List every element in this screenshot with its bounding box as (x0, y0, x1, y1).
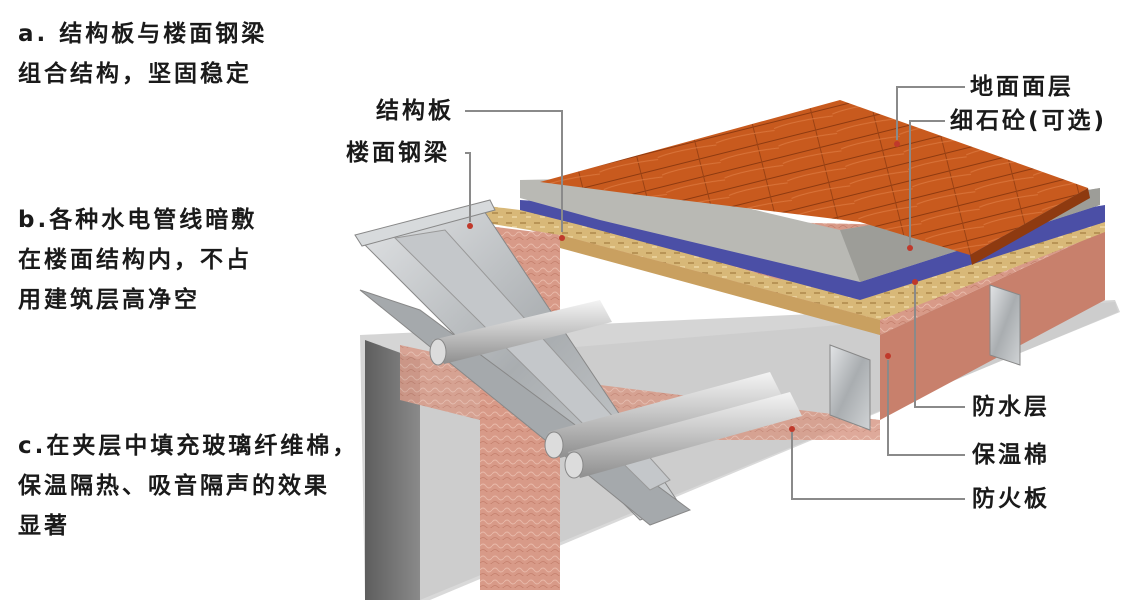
label-fireproof-board: 防火板 (972, 486, 1050, 512)
note-b: b.各种水电管线暗敷 在楼面结构内，不占 用建筑层高净空 (18, 200, 257, 320)
note-b-line-3: 用建筑层高净空 (18, 287, 200, 313)
leader-steel-beam (465, 152, 471, 222)
leader-fine-concrete (909, 120, 945, 245)
leader-fireproof (791, 432, 965, 500)
note-a-line-2: 组合结构，坚固稳定 (18, 61, 252, 87)
pipe-lower-1 (544, 372, 782, 459)
leader-lines (465, 86, 965, 500)
leader-dots (467, 141, 918, 432)
leader-waterproof (914, 285, 965, 408)
label-floor-surface: 地面面层 (970, 74, 1074, 100)
label-insulation-wool: 保温棉 (972, 442, 1050, 468)
steel-beam-flange-top (354, 199, 496, 247)
label-steel-beam: 楼面钢梁 (346, 140, 450, 166)
structural-board (480, 205, 1105, 320)
label-structural-board: 结构板 (376, 98, 454, 124)
note-b-line-1: b.各种水电管线暗敷 (18, 207, 258, 233)
fireproof-board-front (365, 340, 420, 600)
note-a: a. 结构板与楼面钢梁 组合结构，坚固稳定 (18, 14, 267, 94)
note-c-line-3: 显著 (18, 513, 70, 539)
label-fine-concrete: 细石砼(可选) (950, 108, 1108, 134)
floor-surface-edge (970, 188, 1090, 265)
note-c: c.在夹层中填充玻璃纤维棉， 保温隔热、吸音隔声的效果 显著 (18, 426, 358, 546)
structural-board-side (560, 235, 880, 335)
steel-bracket-1 (829, 344, 871, 431)
pipe-upper (429, 300, 612, 366)
note-c-line-2: 保温隔热、吸音隔声的效果 (18, 473, 330, 499)
leader-insulation (887, 360, 965, 456)
note-b-line-2: 在楼面结构内，不占 (18, 247, 252, 273)
note-c-line-1: c.在夹层中填充玻璃纤维棉， (18, 433, 359, 459)
fine-concrete-layer (520, 178, 1100, 282)
steel-bracket-2 (989, 284, 1021, 366)
leader-floor-surface (896, 86, 965, 140)
leader-structural-board (465, 110, 563, 232)
pipe-lower-2 (564, 392, 802, 479)
note-a-line-1: a. 结构板与楼面钢梁 (18, 21, 268, 47)
label-waterproof-layer: 防水层 (972, 394, 1050, 420)
floor-surface-wood (540, 100, 1088, 255)
